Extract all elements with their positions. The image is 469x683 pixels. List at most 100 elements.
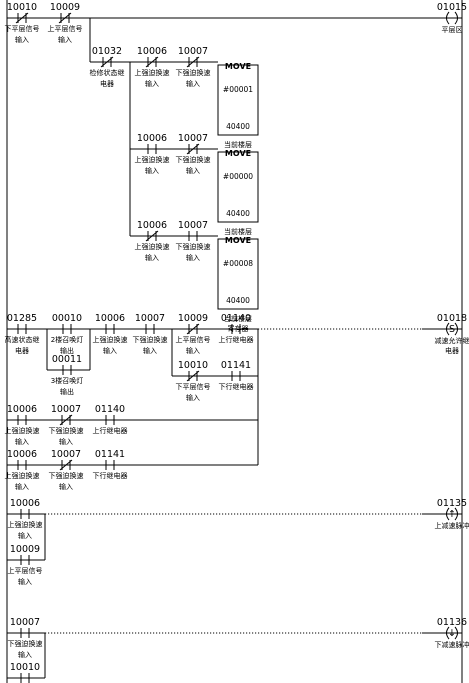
contact-label: 下强迫换速 bbox=[49, 471, 84, 480]
contact-label: 电器 bbox=[15, 346, 29, 355]
contact-label: 输入 bbox=[186, 253, 200, 262]
coil-type-symbol: ↑ bbox=[448, 509, 456, 520]
coil-label: 减速允许继 bbox=[435, 336, 469, 345]
contact-label: 3楼召唤灯 bbox=[51, 376, 83, 385]
contact-label: 上强迫换速 bbox=[8, 520, 43, 529]
coil-symbol[interactable] bbox=[454, 626, 458, 640]
move-title: MOVE bbox=[225, 236, 251, 245]
coil-symbol[interactable] bbox=[446, 626, 450, 640]
move-title: MOVE bbox=[225, 149, 251, 158]
contact-label: 电器 bbox=[100, 79, 114, 88]
move-block[interactable] bbox=[217, 151, 259, 223]
contact-nc-slash[interactable] bbox=[186, 143, 200, 155]
contact-address: 10007 bbox=[51, 449, 81, 460]
contact-label: 高速状态继 bbox=[5, 335, 40, 344]
contact-label: 输入 bbox=[145, 166, 159, 175]
contact-label: 下强迫换速 bbox=[49, 426, 84, 435]
coil-address: 01135 bbox=[437, 498, 467, 509]
coil-address: 01136 bbox=[437, 617, 467, 628]
coil-type-symbol: ↓ bbox=[448, 628, 456, 639]
contact-nc-slash[interactable] bbox=[186, 370, 200, 382]
contact-nc-slash[interactable] bbox=[100, 56, 114, 68]
coil-label: 电器 bbox=[445, 346, 459, 355]
move-block[interactable] bbox=[217, 64, 259, 136]
contact-label: 输入 bbox=[186, 79, 200, 88]
contact-address: 01285 bbox=[7, 313, 37, 324]
contact-label: 上平层信号 bbox=[8, 566, 43, 575]
contact-nc-slash[interactable] bbox=[186, 56, 200, 68]
contact-address: 10007 bbox=[51, 404, 81, 415]
coil-symbol[interactable] bbox=[446, 322, 450, 336]
move-source: #00001 bbox=[223, 85, 253, 94]
contact-label: 输出 bbox=[60, 387, 74, 396]
contact-address: 10006 bbox=[7, 449, 37, 460]
contact-label: 输入 bbox=[18, 531, 32, 540]
contact-label: 上强迫换速 bbox=[135, 242, 170, 251]
contact-label: 输入 bbox=[143, 346, 157, 355]
contact-label: 下强迫换速 bbox=[176, 155, 211, 164]
contact-nc-slash[interactable] bbox=[58, 12, 72, 24]
coil-address: 01018 bbox=[437, 313, 467, 324]
contact-address: 10006 bbox=[137, 133, 167, 144]
contact-address: 10006 bbox=[137, 46, 167, 57]
contact-address: 10010 bbox=[178, 360, 208, 371]
move-block[interactable] bbox=[217, 238, 259, 310]
contact-label: 输入 bbox=[186, 346, 200, 355]
contact-label: 输入 bbox=[18, 577, 32, 586]
coil-symbol[interactable] bbox=[454, 507, 458, 521]
contact-address: 01032 bbox=[92, 46, 122, 57]
contact-nc-slash[interactable] bbox=[59, 414, 73, 426]
move-destination-label: 当前楼层 bbox=[224, 314, 252, 323]
contact-label: 上行继电器 bbox=[93, 426, 128, 435]
contact-address: 10009 bbox=[10, 544, 40, 555]
contact-label: 上强迫换速 bbox=[135, 155, 170, 164]
contact-label: 下平层信号 bbox=[176, 382, 211, 391]
contact-nc-slash[interactable] bbox=[186, 323, 200, 335]
contact-label: 上平层信号 bbox=[48, 24, 83, 33]
contact-nc-slash[interactable] bbox=[15, 12, 29, 24]
contact-label: 上强迫换速 bbox=[5, 426, 40, 435]
coil-symbol[interactable] bbox=[446, 11, 450, 25]
contact-label: 输入 bbox=[59, 482, 73, 491]
contact-address: 10006 bbox=[10, 498, 40, 509]
contact-address: 10007 bbox=[178, 133, 208, 144]
contact-label: 上强迫换速 bbox=[93, 335, 128, 344]
contact-label: 2楼召唤灯 bbox=[51, 335, 83, 344]
contact-address: 10007 bbox=[135, 313, 165, 324]
contact-label: 输入 bbox=[58, 35, 72, 44]
move-block[interactable] bbox=[217, 151, 259, 223]
contact-label: 输入 bbox=[18, 650, 32, 659]
contact-label: 下强迫换速 bbox=[8, 639, 43, 648]
contact-address: 10006 bbox=[7, 404, 37, 415]
contact-label: 输入 bbox=[15, 35, 29, 44]
contact-label: 上平层信号 bbox=[176, 335, 211, 344]
contact-nc-slash[interactable] bbox=[59, 459, 73, 471]
contact-label: 输入 bbox=[103, 346, 117, 355]
coil-symbol[interactable] bbox=[454, 322, 458, 336]
contact-label: 上强迫换速 bbox=[135, 68, 170, 77]
contact-label: 下行继电器 bbox=[93, 471, 128, 480]
coil-label: 下减速脉冲 bbox=[435, 640, 469, 649]
move-source: #00000 bbox=[223, 172, 253, 181]
coil-address: 01015 bbox=[437, 2, 467, 13]
contact-label: 输入 bbox=[186, 393, 200, 402]
move-title: MOVE bbox=[225, 62, 251, 71]
move-destination: 40400 bbox=[226, 296, 250, 305]
contact-nc-slash[interactable] bbox=[145, 56, 159, 68]
contact-address: 01141 bbox=[95, 449, 125, 460]
contact-label: 下强迫换速 bbox=[176, 242, 211, 251]
move-destination: 40400 bbox=[226, 122, 250, 131]
contact-label: 下行继电器 bbox=[219, 382, 254, 391]
coil-label: 平层区 bbox=[442, 26, 463, 34]
move-source: #00008 bbox=[223, 259, 253, 268]
contact-nc-slash[interactable] bbox=[145, 230, 159, 242]
move-block[interactable] bbox=[217, 64, 259, 136]
contact-label: 输入 bbox=[59, 437, 73, 446]
contact-address: 10006 bbox=[137, 220, 167, 231]
coil-type-symbol: S bbox=[449, 324, 455, 335]
coil-symbol[interactable] bbox=[446, 507, 450, 521]
coil-symbol[interactable] bbox=[454, 11, 458, 25]
contact-address: 10007 bbox=[10, 617, 40, 628]
contact-address: 10007 bbox=[178, 46, 208, 57]
